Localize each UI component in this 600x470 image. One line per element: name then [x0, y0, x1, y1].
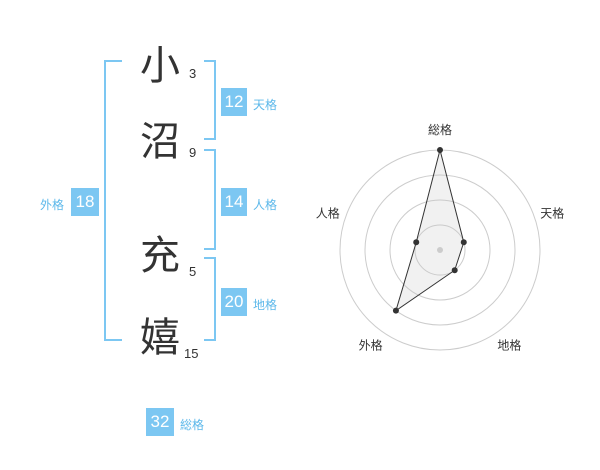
radar-point-人格: [413, 239, 420, 246]
jinkaku-badge: 14: [221, 188, 247, 216]
chikaku-badge: 20: [221, 288, 247, 316]
radar-center-dot: [437, 247, 443, 253]
name-char-1: 小: [140, 43, 180, 89]
tenkaku-label: 天格: [253, 98, 278, 112]
jinkaku-bracket: [204, 149, 216, 250]
stroke-count-4: 15: [184, 346, 199, 361]
radar-point-総格: [437, 147, 443, 153]
soukaku-badge: 32: [146, 408, 174, 436]
jinkaku-label: 人格: [253, 198, 278, 212]
radar-point-天格: [460, 239, 467, 246]
soukaku-label: 総格: [180, 418, 205, 432]
radar-axis-label: 外格: [359, 337, 383, 352]
tenkaku-badge: 12: [221, 88, 247, 116]
chikaku-bracket: [204, 257, 216, 341]
name-char-4: 嬉: [140, 315, 180, 361]
gaikaku-badge: 18: [71, 188, 99, 216]
radar-point-地格: [451, 267, 458, 274]
radar-axis-label: 地格: [497, 337, 521, 352]
radar-ring-1: [414, 224, 466, 276]
gaikaku-bracket: [104, 60, 122, 341]
stroke-count-3: 5: [189, 264, 197, 279]
name-char-2: 沼: [140, 119, 180, 165]
name-char-3: 充: [140, 233, 180, 279]
stroke-count-1: 3: [189, 66, 197, 81]
radar-point-外格: [392, 307, 399, 314]
radar-ring-2: [389, 199, 491, 301]
radar-axis-label: 人格: [316, 206, 340, 221]
radar-axis-label: 総格: [428, 122, 452, 137]
radar-axis-label: 天格: [540, 206, 564, 221]
stroke-count-2: 9: [189, 145, 197, 160]
chikaku-label: 地格: [253, 298, 278, 312]
gaikaku-label: 外格: [40, 198, 65, 212]
tenkaku-bracket: [204, 60, 216, 140]
radar-ring-3: [364, 174, 516, 326]
radar-series-polygon: [395, 149, 465, 312]
